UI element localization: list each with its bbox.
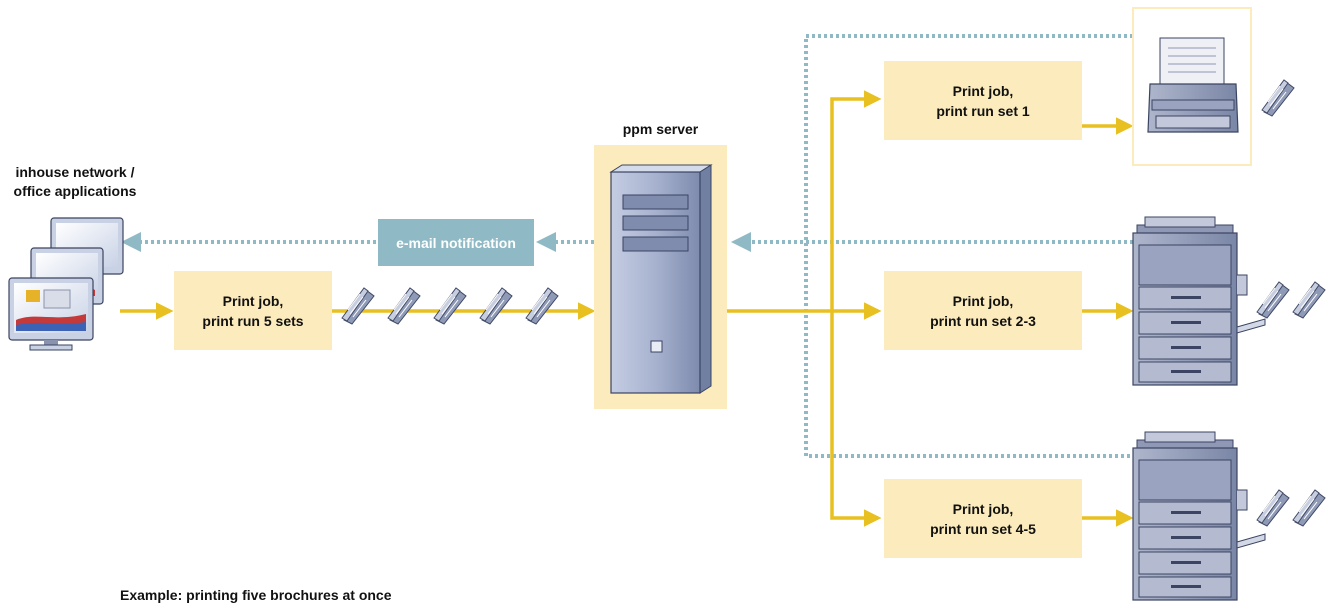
job-title: Print job, [952,292,1014,309]
printer-icon [1147,37,1239,133]
print-job-set1-box: Print job, print run set 1 [884,61,1082,140]
email-notification-box: e-mail notification [378,219,534,266]
monitor-stack-icon [8,217,124,351]
job-title: Print job, [952,500,1014,517]
job-detail: print run 5 sets [202,312,304,329]
network-label-line1: inhouse network / [15,164,135,180]
job-title: Print job, [952,82,1014,99]
brochure-icon [1261,79,1295,117]
server-label: ppm server [622,121,699,137]
job-title: Print job, [222,292,284,309]
copier-icon [1132,431,1266,601]
job-detail: print run set 1 [936,102,1030,119]
brochure-icon [1256,281,1326,527]
job-detail: print run set 4-5 [930,520,1036,537]
network-label: inhouse network / office applications [0,163,150,201]
email-notification-label: e-mail notification [396,234,516,251]
source-print-job-box: Print job, print run 5 sets [174,271,332,350]
job-arrows [120,90,1134,527]
print-job-set3-box: Print job, print run set 4-5 [884,479,1082,558]
caption: Example: printing five brochures at once [120,587,392,603]
brochure-icon [341,287,559,325]
copier-icon [1132,216,1266,386]
network-label-line2: office applications [13,183,137,199]
job-detail: print run set 2-3 [930,312,1036,329]
server-tower-icon [609,164,713,394]
print-job-set2-box: Print job, print run set 2-3 [884,271,1082,350]
notification-lines [121,34,1133,458]
